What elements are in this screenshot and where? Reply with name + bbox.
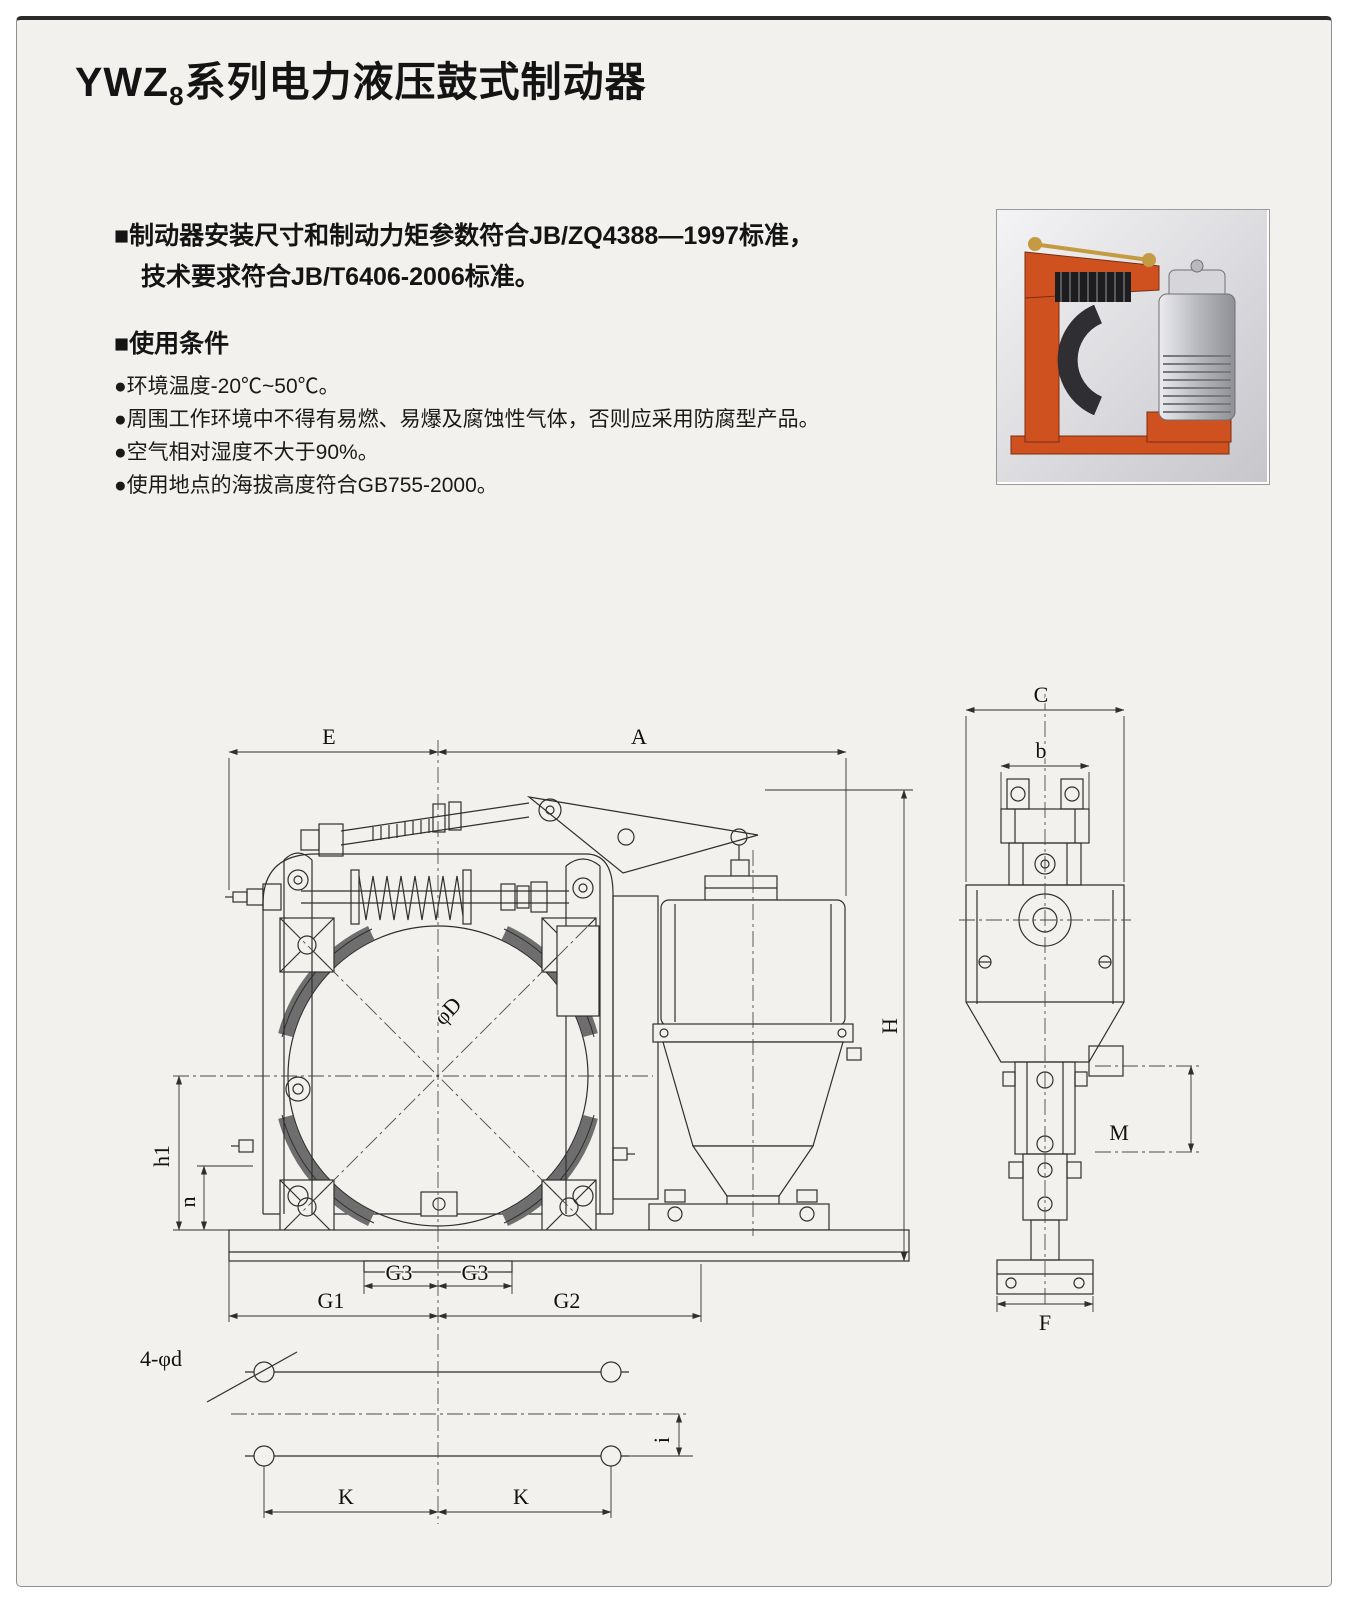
product-photo-illustration xyxy=(997,210,1267,482)
dim-label-b: b xyxy=(1036,738,1047,763)
dim-label-M: M xyxy=(1109,1120,1129,1145)
title-prefix: YWZ xyxy=(75,59,170,105)
condition-item: ●环境温度-20℃~50℃。 xyxy=(114,375,340,398)
dim-label-F: F xyxy=(1039,1310,1051,1335)
catalog-page: YWZ8系列电力液压鼓式制动器 ■制动器安装尺寸和制动力矩参数符合JB/ZQ43… xyxy=(16,16,1332,1587)
mounting-hole-view xyxy=(206,1351,629,1467)
release-linkage xyxy=(1028,237,1156,267)
usage-conditions-heading: ■使用条件 xyxy=(114,330,230,358)
dim-label-K-left: K xyxy=(338,1484,354,1509)
dim-label-G2: G2 xyxy=(554,1288,581,1313)
standards-line-2: 技术要求符合JB/T6406-2006标准。 xyxy=(141,263,540,291)
grease-fittings xyxy=(231,1139,635,1161)
hydraulic-thruster xyxy=(648,859,862,1231)
dim-label-C: C xyxy=(1034,682,1049,707)
dimension-lines xyxy=(173,706,1195,1518)
compression-spring xyxy=(358,875,464,921)
dim-label-A: A xyxy=(631,724,647,749)
thruster-motor xyxy=(1158,259,1236,421)
brake-shoe xyxy=(1057,304,1103,416)
hole-callout-label: 4-φd xyxy=(140,1346,182,1371)
technical-drawing: E A C b H h1 n G3 G3 G1 G2 K K F M φD 4-… xyxy=(138,681,1199,1524)
condition-item: ●使用地点的海拔高度符合GB755-2000。 xyxy=(114,474,498,497)
hole-callout-leader xyxy=(206,1351,298,1403)
dim-label-E: E xyxy=(322,724,335,749)
condition-item: ●周围工作环境中不得有易燃、易爆及腐蚀性气体，否则应采用防腐型产品。 xyxy=(114,408,820,431)
dimension-labels: E A C b H h1 n G3 G3 G1 G2 K K F M φD 4-… xyxy=(138,681,1130,1511)
product-photo xyxy=(996,209,1270,485)
title-suffix: 系列电力液压鼓式制动器 xyxy=(184,59,647,105)
dim-label-phiD: φD xyxy=(429,992,467,1030)
dim-label-K-right: K xyxy=(513,1484,529,1509)
dim-label-H: H xyxy=(877,1018,902,1034)
standards-line-1: ■制动器安装尺寸和制动力矩参数符合JB/ZQ4388—1997标准， xyxy=(114,222,814,250)
dim-label-h1: h1 xyxy=(149,1145,174,1167)
brake-levers xyxy=(283,852,601,1214)
housing-window xyxy=(556,925,600,1017)
dim-label-G3-left: G3 xyxy=(386,1260,413,1285)
standards-paragraph: ■制动器安装尺寸和制动力矩参数符合JB/ZQ4388—1997标准， 技术要求符… xyxy=(114,216,984,298)
centerlines xyxy=(173,694,1199,1524)
top-linkage xyxy=(300,796,759,874)
usage-conditions-section: ■使用条件 ●环境温度-20℃~50℃。 ●周围工作环境中不得有易燃、易爆及腐蚀… xyxy=(114,324,994,502)
brake-spring xyxy=(1055,272,1131,302)
brake-housing xyxy=(262,853,659,1215)
dim-label-i: i xyxy=(649,1437,674,1443)
page-title: YWZ8系列电力液压鼓式制动器 xyxy=(75,48,647,112)
dim-label-n: n xyxy=(175,1197,200,1208)
dim-label-G3-right: G3 xyxy=(462,1260,489,1285)
front-view xyxy=(225,796,910,1273)
spring-rod-assembly xyxy=(225,869,569,925)
title-subscript: 8 xyxy=(169,81,185,112)
dim-label-G1: G1 xyxy=(318,1288,345,1313)
condition-item: ●空气相对湿度不大于90%。 xyxy=(114,441,379,464)
